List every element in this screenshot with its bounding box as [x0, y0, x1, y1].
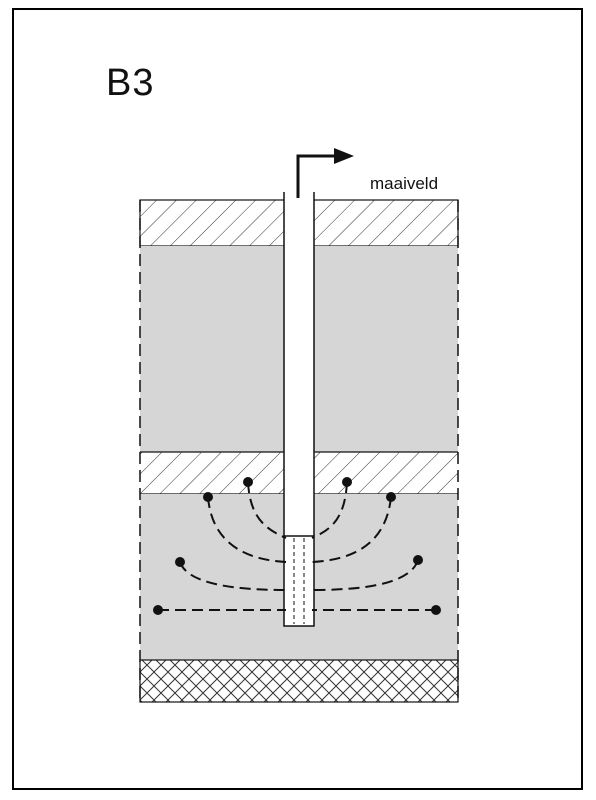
flow-start-points [153, 477, 441, 615]
outflow-arrow-icon [296, 148, 354, 198]
flow-line-middle-right [311, 559, 419, 591]
flow-line-upper-right-inner [311, 481, 348, 539]
figure-id-label: B3 [106, 62, 155, 104]
flow-line-upper-right-outer [311, 496, 392, 563]
surface-label: maaiveld [370, 174, 439, 193]
impermeable-base-layer [139, 659, 459, 703]
well-casing [284, 192, 314, 536]
well-screen [283, 535, 315, 627]
flow-line-middle-left [179, 561, 287, 591]
flow-line-upper-left-outer [207, 496, 287, 563]
flow-lines [158, 481, 436, 611]
flow-line-upper-left-inner [247, 481, 287, 539]
